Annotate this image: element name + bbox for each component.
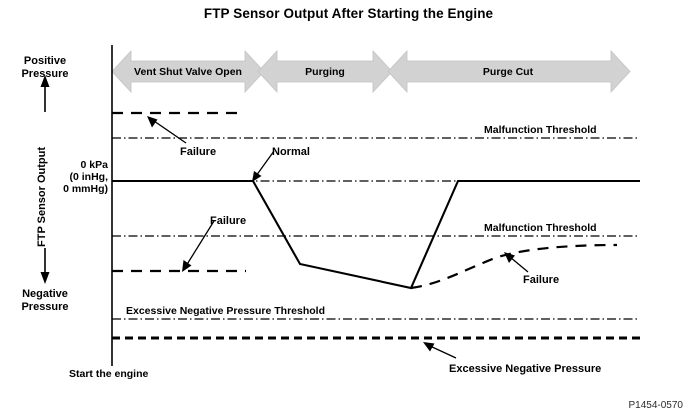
failure-lower-left-leader-arrow xyxy=(182,220,215,272)
malfunction-threshold-upper-label: Malfunction Threshold xyxy=(484,124,597,136)
figure-code: P1454-0570 xyxy=(628,400,684,411)
start-the-engine-label: Start the engine xyxy=(69,368,149,380)
phase-band-purge-cut xyxy=(387,49,631,94)
annotation-excessive-negative-pressure: Excessive Negative Pressure xyxy=(449,363,602,375)
annotation-failure-lower-right: Failure xyxy=(523,274,560,286)
figure-title: FTP Sensor Output After Starting the Eng… xyxy=(203,6,494,21)
positive-direction-arrow-icon xyxy=(40,75,50,112)
normal-sensor-trace xyxy=(112,179,640,290)
excessive-negative-pressure-leader-arrow xyxy=(423,342,457,359)
positive-pressure-label-line1: Positive xyxy=(23,55,67,67)
failure-upper-leader-arrow xyxy=(147,116,187,144)
negative-pressure-label-line1: Negative xyxy=(22,288,68,300)
negative-direction-arrow-icon xyxy=(40,248,50,284)
normal-leader-arrow xyxy=(252,150,275,182)
malfunction-threshold-lower-label: Malfunction Threshold xyxy=(484,222,597,234)
phase-label-vent-shut-valve-open: Vent Shut Valve Open xyxy=(134,66,242,78)
annotation-normal: Normal xyxy=(272,146,310,158)
failure-curve-slow-recovery xyxy=(410,243,618,290)
positive-pressure-label-line2: Pressure xyxy=(21,68,69,80)
failure-lower-right-leader-arrow xyxy=(504,252,529,273)
zero-value-label-mmhg: 0 mmHg) xyxy=(63,183,108,195)
zero-value-label-kpa: 0 kPa xyxy=(80,159,108,171)
excessive-negative-pressure-threshold-label: Excessive Negative Pressure Threshold xyxy=(126,305,326,317)
phase-label-purging: Purging xyxy=(305,66,345,78)
annotation-failure-upper: Failure xyxy=(180,146,217,158)
phase-label-purge-cut: Purge Cut xyxy=(482,66,534,78)
annotation-failure-lower-left: Failure xyxy=(210,215,247,227)
negative-pressure-label-line2: Pressure xyxy=(21,301,69,313)
zero-value-label-inhg: (0 inHg, xyxy=(69,171,109,183)
